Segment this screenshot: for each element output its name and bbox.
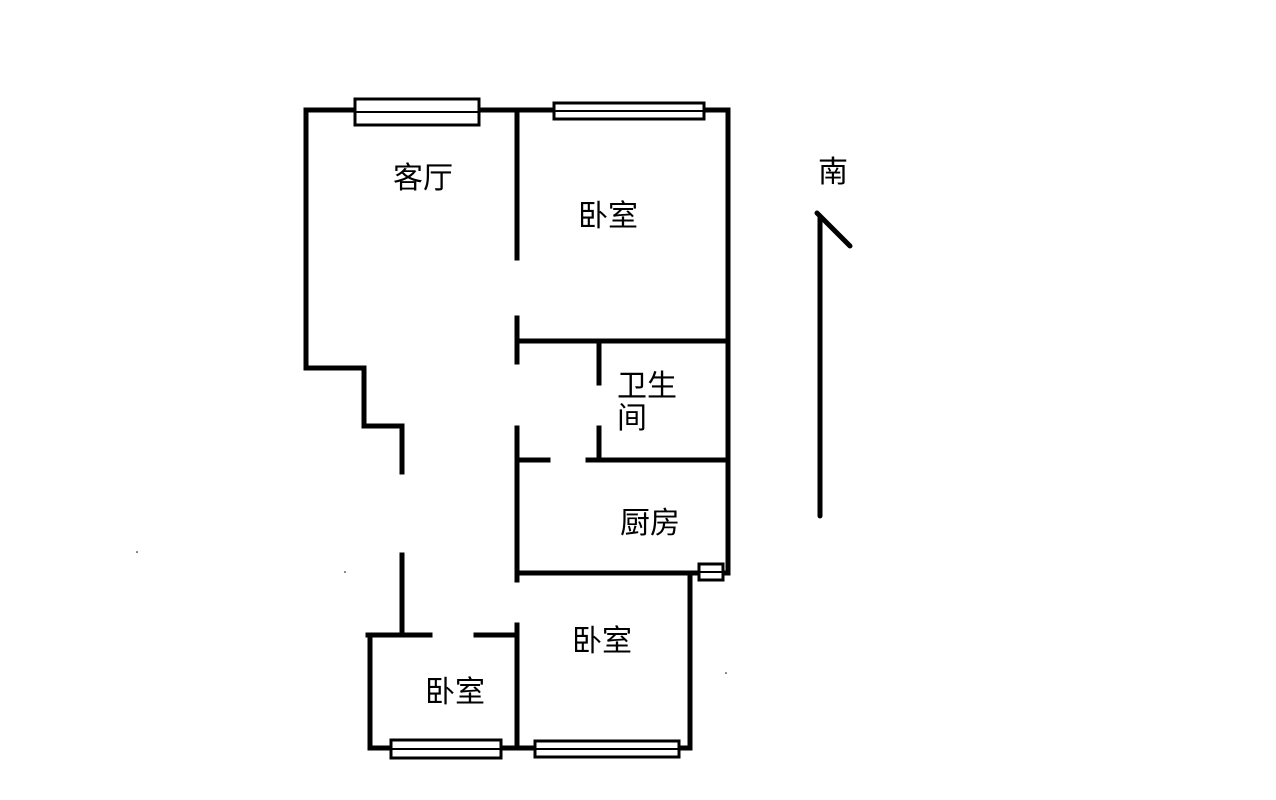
bedroom-top-label: 卧室 <box>578 199 638 234</box>
stray-marks <box>136 551 727 674</box>
windows <box>353 97 725 760</box>
bedroom-middle-label: 卧室 <box>572 624 632 659</box>
orientation: 南 <box>814 155 853 519</box>
window-bedroom-small <box>389 738 503 760</box>
kitchen-label: 厨房 <box>620 506 680 541</box>
bathroom-label-line1: 卫生 <box>617 369 677 404</box>
room-labels: 客厅 卧室 卫生 间 厨房 卧室 卧室 <box>393 161 680 710</box>
window-bedroom-lower <box>533 739 681 759</box>
bathroom-label-line2: 间 <box>617 401 647 436</box>
living-room-label: 客厅 <box>393 161 453 196</box>
north-arrow-icon <box>814 210 853 519</box>
bedroom-small-label: 卧室 <box>425 675 485 710</box>
walls <box>303 107 731 751</box>
window-living <box>353 97 481 127</box>
window-bedroom-top <box>552 101 706 121</box>
flue-box <box>697 562 725 582</box>
wall-left <box>303 107 405 429</box>
orientation-label: 南 <box>818 155 848 190</box>
